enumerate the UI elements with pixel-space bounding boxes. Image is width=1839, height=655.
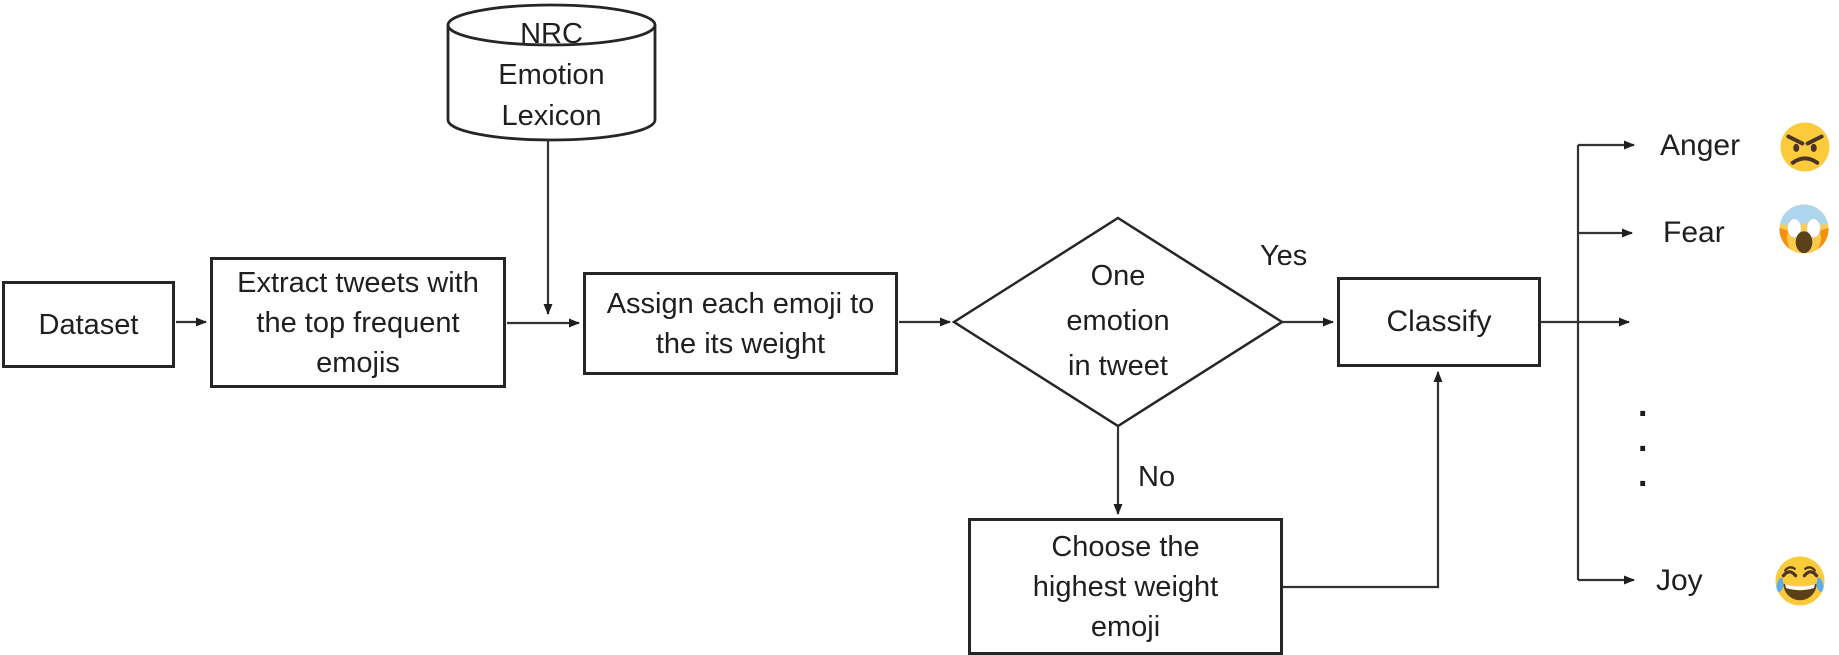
joy-emoji-icon — [1775, 556, 1825, 606]
edge-label-no: No — [1138, 461, 1176, 493]
output-label-joy: Joy — [1656, 564, 1703, 597]
node-label: Choose the highest weight emoji — [1032, 530, 1219, 643]
ellipsis-dot: . — [1638, 386, 1648, 424]
fear-emoji-icon — [1779, 204, 1829, 254]
node-label: Assign each emoji to the its weight — [606, 287, 875, 360]
node-label: Extract tweets with the top frequent emo… — [237, 266, 479, 379]
anger-emoji-icon — [1780, 122, 1830, 172]
output-label-fear: Fear — [1663, 216, 1725, 249]
node-label: Classify — [1386, 305, 1492, 338]
node-choose-highest-weight: Choose the highest weight emoji — [968, 518, 1283, 655]
output-label-anger: Anger — [1660, 129, 1741, 162]
node-label: Dataset — [38, 308, 139, 341]
node-nrc-emotion-lexicon: NRC Emotion Lexicon — [448, 14, 655, 137]
node-classify: Classify — [1337, 277, 1541, 367]
ellipsis-dot: . — [1638, 421, 1648, 459]
edge-label-yes: Yes — [1260, 240, 1308, 272]
node-extract-tweets: Extract tweets with the top frequent emo… — [210, 257, 506, 388]
ellipsis-dot: . — [1638, 456, 1648, 494]
output-ellipsis: . . . — [1638, 386, 1648, 494]
node-label: NRC Emotion Lexicon — [498, 18, 605, 132]
node-dataset: Dataset — [2, 281, 175, 368]
edge-choose-classify — [1283, 371, 1443, 589]
database-cylinder-shape — [446, 3, 657, 142]
node-assign-weight: Assign each emoji to the its weight — [583, 272, 898, 375]
node-decision-one-emotion: One emotion in tweet — [1038, 254, 1198, 389]
node-label: One emotion in tweet — [1066, 260, 1170, 382]
